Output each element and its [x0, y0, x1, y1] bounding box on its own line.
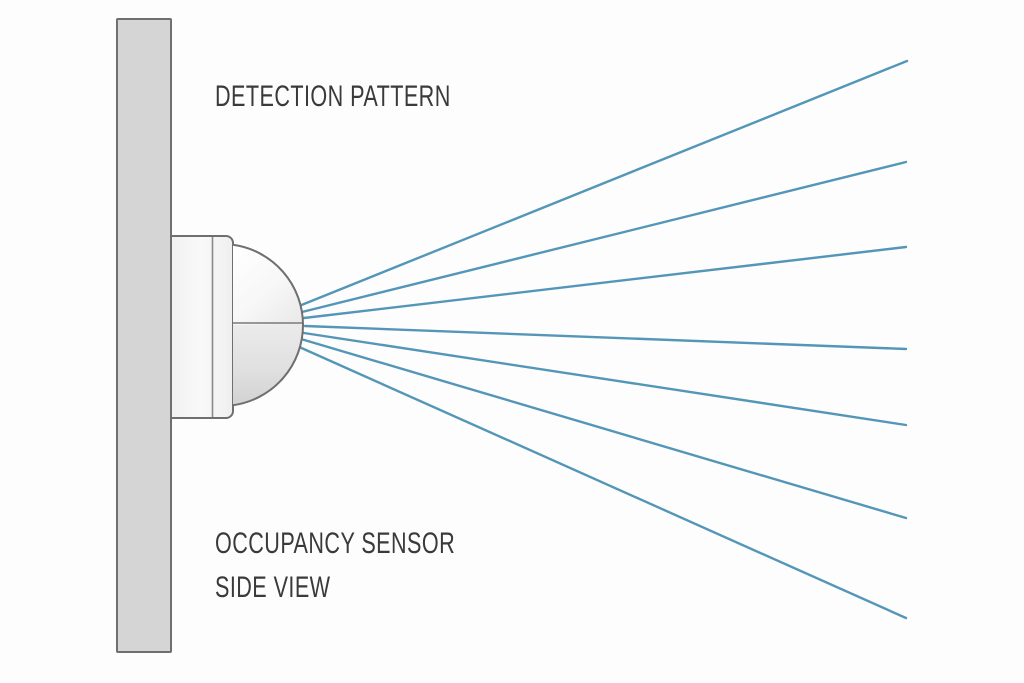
sensor-dome-upper	[233, 244, 303, 325]
detection-beam	[302, 245, 908, 320]
detection-beam	[303, 324, 908, 351]
caption-side-view: SIDE VIEW	[215, 571, 331, 604]
detection-beam	[299, 337, 908, 520]
detection-beam	[302, 331, 908, 427]
detection-beam	[300, 160, 908, 314]
sensor-dome-lower	[233, 325, 303, 406]
detection-beam	[297, 59, 909, 308]
wall	[116, 18, 172, 653]
caption-occupancy-sensor: OCCUPANCY SENSOR	[215, 527, 456, 560]
detection-beam-fan	[295, 59, 909, 620]
diagram-title: DETECTION PATTERN	[215, 80, 451, 113]
sensor-dome-outline	[232, 243, 305, 407]
sensor-body	[170, 235, 234, 419]
detection-beam	[295, 344, 908, 620]
